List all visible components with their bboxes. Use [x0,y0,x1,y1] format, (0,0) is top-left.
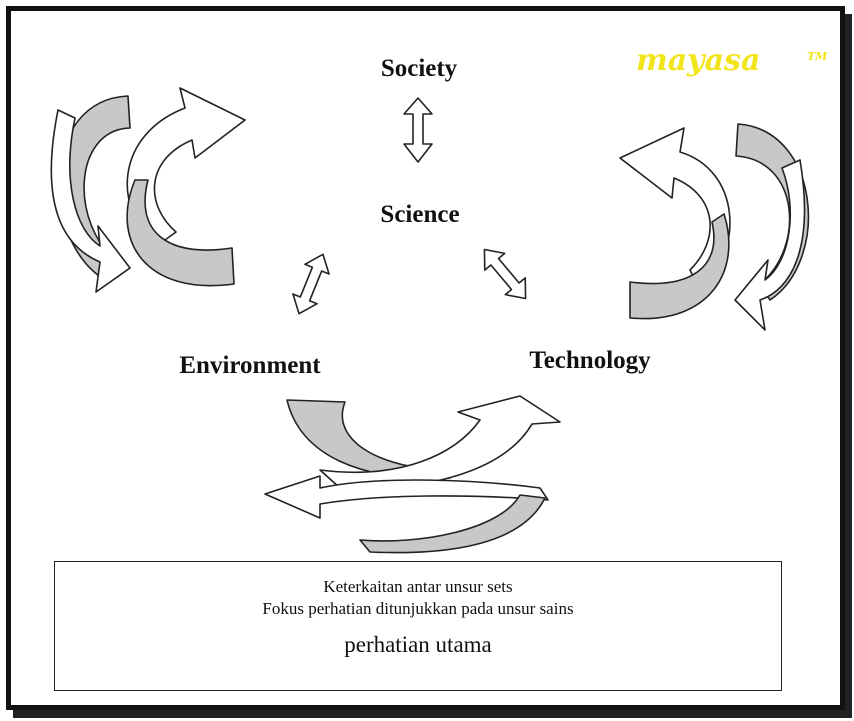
double-arrow-science-environment [292,253,330,315]
caption-line-2: Fokus perhatian ditunjukkan pada unsur s… [262,599,574,618]
cycle-arrows-left [50,87,246,293]
node-science: Science [380,201,459,228]
cycle-arrows-right [619,123,810,331]
double-arrow-science-technology [483,248,527,300]
watermark: mayasa [636,43,760,78]
caption-line-1: Keterkaitan antar unsur sets [323,577,513,596]
caption-line-3: perhatian utama [344,632,492,657]
node-technology: Technology [529,347,651,374]
caption-box: Keterkaitan antar unsur sets Fokus perha… [54,561,782,691]
node-society: Society [381,55,458,82]
double-arrow-society-science [403,97,433,163]
node-environment: Environment [179,352,321,379]
cycle-arrows-bottom [264,395,561,554]
watermark-tm: TM [807,50,828,63]
